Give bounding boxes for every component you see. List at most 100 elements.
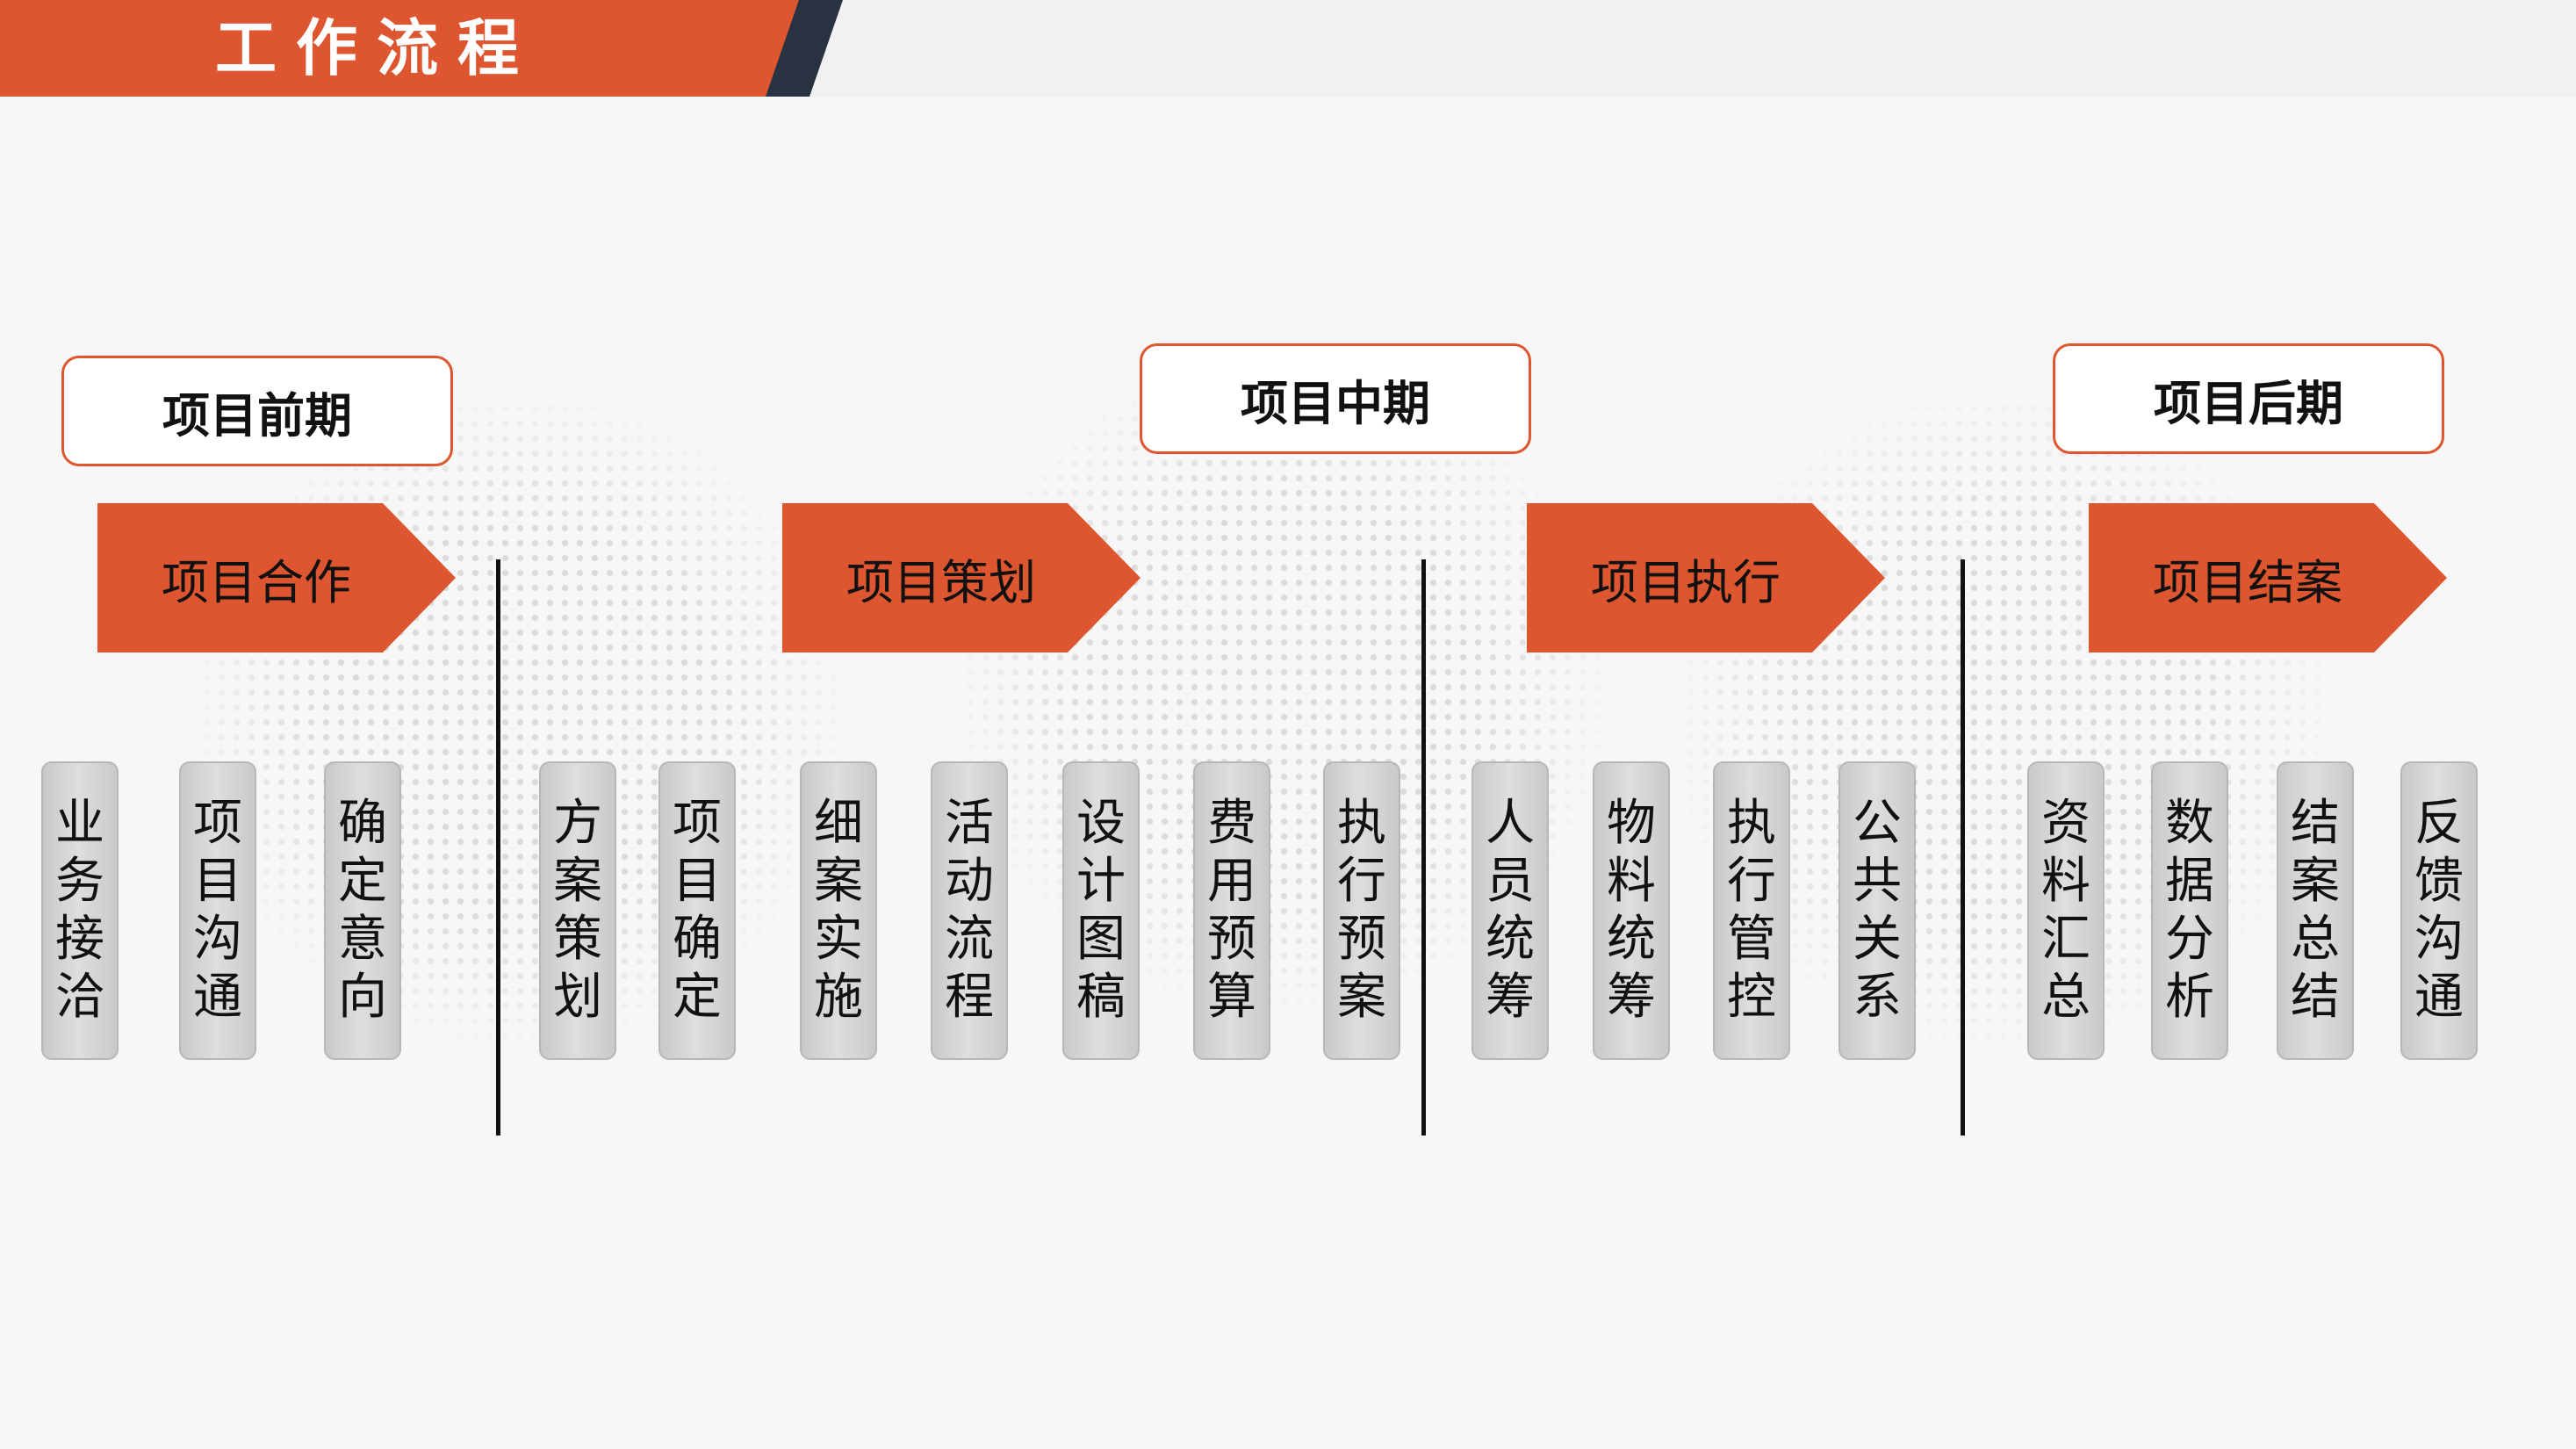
step-pill-char: 动 bbox=[945, 853, 994, 910]
step-pill-char: 馈 bbox=[2414, 853, 2464, 910]
phase-box-middle: 项目中期 bbox=[1140, 343, 1531, 454]
step-pill-char: 沟 bbox=[193, 911, 242, 968]
step-pill-char: 物 bbox=[1607, 795, 1656, 852]
step-pill-char: 管 bbox=[1727, 911, 1776, 968]
step-pill-char: 案 bbox=[2291, 853, 2340, 910]
step-pill-char: 结 bbox=[2291, 795, 2340, 852]
step-pill-char: 共 bbox=[1853, 853, 1902, 910]
step-pill: 结案总结 bbox=[2277, 761, 2354, 1060]
stage-arrow-closing: 项目结案 bbox=[2089, 503, 2447, 652]
stage-arrow-execution: 项目执行 bbox=[1527, 503, 1885, 652]
step-pill-char: 人 bbox=[1486, 795, 1535, 852]
step-pill-char: 反 bbox=[2414, 795, 2464, 852]
step-pill-char: 洽 bbox=[55, 969, 104, 1026]
step-pill: 项目确定 bbox=[658, 761, 736, 1060]
step-pill-char: 数 bbox=[2165, 795, 2214, 852]
step-pill-char: 向 bbox=[338, 969, 387, 1026]
step-pill-char: 据 bbox=[2165, 853, 2214, 910]
step-pill: 物料统筹 bbox=[1593, 761, 1670, 1060]
step-pill-char: 业 bbox=[55, 795, 104, 852]
step-pill: 公共关系 bbox=[1838, 761, 1916, 1060]
step-pill-char: 费 bbox=[1207, 795, 1256, 852]
step-pill-char: 务 bbox=[55, 853, 104, 910]
step-pill-char: 分 bbox=[2165, 911, 2214, 968]
step-pill: 设计图稿 bbox=[1062, 761, 1140, 1060]
step-pill: 反馈沟通 bbox=[2400, 761, 2478, 1060]
step-pill-char: 划 bbox=[553, 969, 602, 1026]
step-pill: 项目沟通 bbox=[179, 761, 256, 1060]
step-pill-char: 关 bbox=[1853, 911, 1902, 968]
header-title-bar bbox=[0, 0, 799, 97]
stage-divider bbox=[1421, 559, 1426, 1135]
step-pill-char: 通 bbox=[193, 969, 242, 1026]
step-pill-char: 策 bbox=[553, 911, 602, 968]
step-pill-char: 总 bbox=[2041, 969, 2090, 1026]
step-pill-char: 用 bbox=[1207, 853, 1256, 910]
step-pill-char: 确 bbox=[338, 795, 387, 852]
stage-arrow-label: 项目执行 bbox=[1591, 554, 1781, 610]
step-pill-char: 计 bbox=[1076, 853, 1126, 910]
step-pill-char: 预 bbox=[1207, 911, 1256, 968]
phase-box-early: 项目前期 bbox=[61, 356, 453, 466]
step-pill-char: 流 bbox=[945, 911, 994, 968]
step-pill-char: 接 bbox=[55, 911, 104, 968]
step-pill-char: 析 bbox=[2165, 969, 2214, 1026]
step-pill-char: 执 bbox=[1727, 795, 1776, 852]
step-pill-char: 通 bbox=[2414, 969, 2464, 1026]
step-pill: 数据分析 bbox=[2151, 761, 2228, 1060]
stage-divider bbox=[1961, 559, 1965, 1135]
step-pill: 确定意向 bbox=[324, 761, 401, 1060]
step-pill-char: 公 bbox=[1853, 795, 1902, 852]
step-pill: 人员统筹 bbox=[1471, 761, 1549, 1060]
step-pill-char: 确 bbox=[673, 911, 722, 968]
step-pill-char: 方 bbox=[553, 795, 602, 852]
step-pill-char: 项 bbox=[673, 795, 722, 852]
step-pill-char: 行 bbox=[1727, 853, 1776, 910]
step-pill: 资料汇总 bbox=[2027, 761, 2105, 1060]
step-pill-char: 定 bbox=[338, 853, 387, 910]
step-pill-char: 施 bbox=[814, 969, 863, 1026]
step-pill-char: 算 bbox=[1207, 969, 1256, 1026]
step-pill-char: 行 bbox=[1337, 853, 1386, 910]
step-pill-char: 资 bbox=[2041, 795, 2090, 852]
step-pill-char: 料 bbox=[2041, 853, 2090, 910]
step-pill-char: 系 bbox=[1853, 969, 1902, 1026]
stage-divider bbox=[496, 559, 500, 1135]
step-pill-char: 案 bbox=[1337, 969, 1386, 1026]
step-pill-char: 细 bbox=[814, 795, 863, 852]
step-pill-char: 实 bbox=[814, 911, 863, 968]
dotted-globe-decoration bbox=[184, 386, 852, 1054]
step-pill-char: 料 bbox=[1607, 853, 1656, 910]
step-pill-char: 筹 bbox=[1486, 969, 1535, 1026]
step-pill-char: 结 bbox=[2291, 969, 2340, 1026]
step-pill-char: 控 bbox=[1727, 969, 1776, 1026]
step-pill-char: 执 bbox=[1337, 795, 1386, 852]
step-pill: 业务接洽 bbox=[41, 761, 119, 1060]
stage-arrow-planning: 项目策划 bbox=[782, 503, 1140, 652]
step-pill: 费用预算 bbox=[1193, 761, 1270, 1060]
step-pill-char: 预 bbox=[1337, 911, 1386, 968]
step-pill-char: 汇 bbox=[2041, 911, 2090, 968]
step-pill-char: 统 bbox=[1486, 911, 1535, 968]
step-pill-char: 定 bbox=[673, 969, 722, 1026]
step-pill-char: 员 bbox=[1486, 853, 1535, 910]
step-pill-char: 设 bbox=[1076, 795, 1126, 852]
step-pill: 方案策划 bbox=[539, 761, 616, 1060]
step-pill-char: 活 bbox=[945, 795, 994, 852]
stage-arrow-cooperation: 项目合作 bbox=[97, 503, 456, 652]
stage-arrow-label: 项目合作 bbox=[162, 554, 351, 610]
step-pill-char: 图 bbox=[1076, 911, 1126, 968]
step-pill-char: 案 bbox=[553, 853, 602, 910]
step-pill-char: 沟 bbox=[2414, 911, 2464, 968]
stage-arrow-label: 项目策划 bbox=[846, 554, 1036, 610]
step-pill-char: 项 bbox=[193, 795, 242, 852]
step-pill-char: 案 bbox=[814, 853, 863, 910]
step-pill-char: 筹 bbox=[1607, 969, 1656, 1026]
page-title: 工作流程 bbox=[215, 12, 538, 84]
step-pill-char: 总 bbox=[2291, 911, 2340, 968]
step-pill-char: 意 bbox=[338, 911, 387, 968]
step-pill-char: 统 bbox=[1607, 911, 1656, 968]
step-pill: 活动流程 bbox=[931, 761, 1008, 1060]
step-pill: 细案实施 bbox=[800, 761, 877, 1060]
step-pill-char: 目 bbox=[673, 853, 722, 910]
